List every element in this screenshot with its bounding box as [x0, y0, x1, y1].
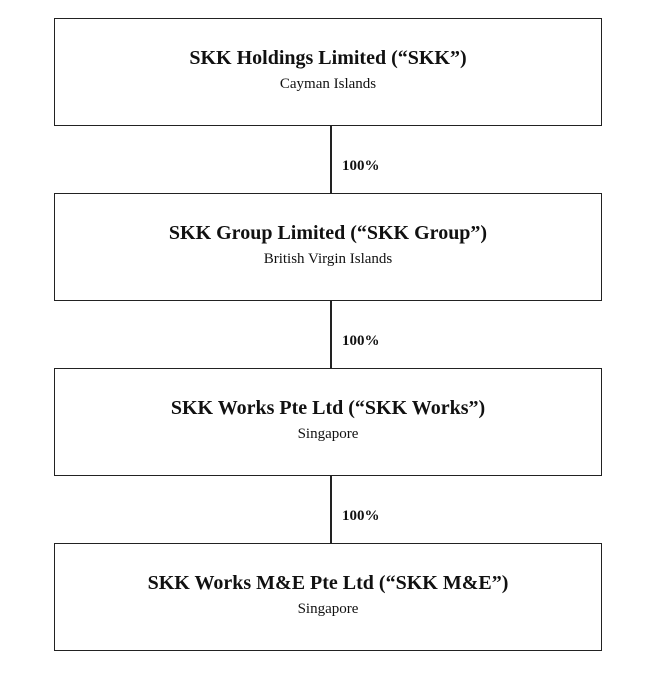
entity-box-skk-holdings: SKK Holdings Limited (“SKK”) Cayman Isla…: [54, 18, 602, 126]
entity-jurisdiction: Singapore: [297, 426, 359, 442]
entity-box-skk-me: SKK Works M&E Pte Ltd (“SKK M&E”) Singap…: [54, 543, 602, 651]
ownership-connector-line: [330, 301, 332, 368]
ownership-connector-line: [330, 476, 332, 543]
entity-jurisdiction: Cayman Islands: [279, 76, 377, 92]
entity-name: SKK Holdings Limited (“SKK”): [189, 47, 467, 69]
ownership-connector-line: [330, 126, 332, 193]
entity-jurisdiction: British Virgin Islands: [263, 251, 393, 267]
entity-name: SKK Works M&E Pte Ltd (“SKK M&E”): [147, 572, 509, 594]
entity-name: SKK Group Limited (“SKK Group”): [168, 222, 488, 244]
entity-jurisdiction: Singapore: [297, 601, 359, 617]
entity-box-skk-group: SKK Group Limited (“SKK Group”) British …: [54, 193, 602, 301]
ownership-percentage: 100%: [342, 158, 380, 174]
ownership-percentage: 100%: [342, 333, 380, 349]
entity-box-skk-works: SKK Works Pte Ltd (“SKK Works”) Singapor…: [54, 368, 602, 476]
entity-name: SKK Works Pte Ltd (“SKK Works”): [170, 397, 486, 419]
ownership-percentage: 100%: [342, 508, 380, 524]
